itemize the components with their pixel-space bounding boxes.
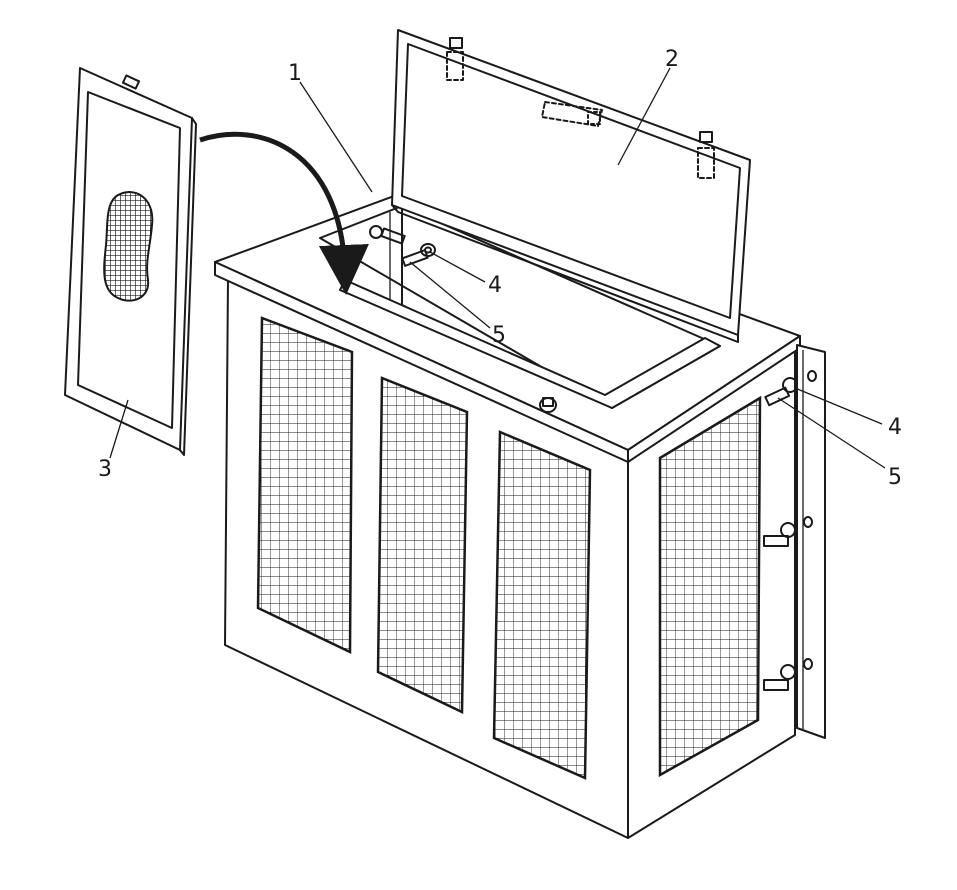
side-bolt-top [764,370,817,407]
front-mesh-panel-3 [492,430,592,780]
leader-lines [109,67,886,469]
leader-5-side [777,397,886,469]
leader-1 [299,81,373,193]
callout-4-top: 4 [488,273,502,298]
callout-5-top: 5 [492,323,506,348]
inner-bolt-5 [369,225,429,267]
callout-2: 2 [665,47,679,72]
leader-4-side [794,387,883,425]
lid-clip-right [697,131,715,179]
insertion-arrow [199,131,369,295]
callout-4-side: 4 [888,415,902,440]
front-mesh-panel-1 [256,316,354,654]
side-bolt-bottom [763,658,813,691]
lid-clip-left [446,37,464,81]
side-mesh-panel [658,395,762,778]
callout-5-side: 5 [888,465,902,490]
front-latch [539,397,557,413]
leader-2 [617,67,671,166]
callout-1: 1 [288,61,302,86]
filter-panel-edge [179,117,197,456]
filter-panel-tab [121,74,141,90]
hinged-lid [391,29,751,343]
front-mesh-panel-2 [376,376,469,714]
lid-bottom-edge [391,204,739,343]
filter-panel [64,67,197,456]
lid-inner-panel [401,43,741,319]
side-bolt-middle [763,516,813,547]
lid-latch-plate [541,101,603,127]
mounting-flange [796,344,826,739]
filter-dirt-patch [103,191,154,302]
leader-4-top [429,251,486,283]
leader-5-top [409,261,491,329]
leader-3 [109,399,129,459]
callout-3: 3 [98,457,112,482]
